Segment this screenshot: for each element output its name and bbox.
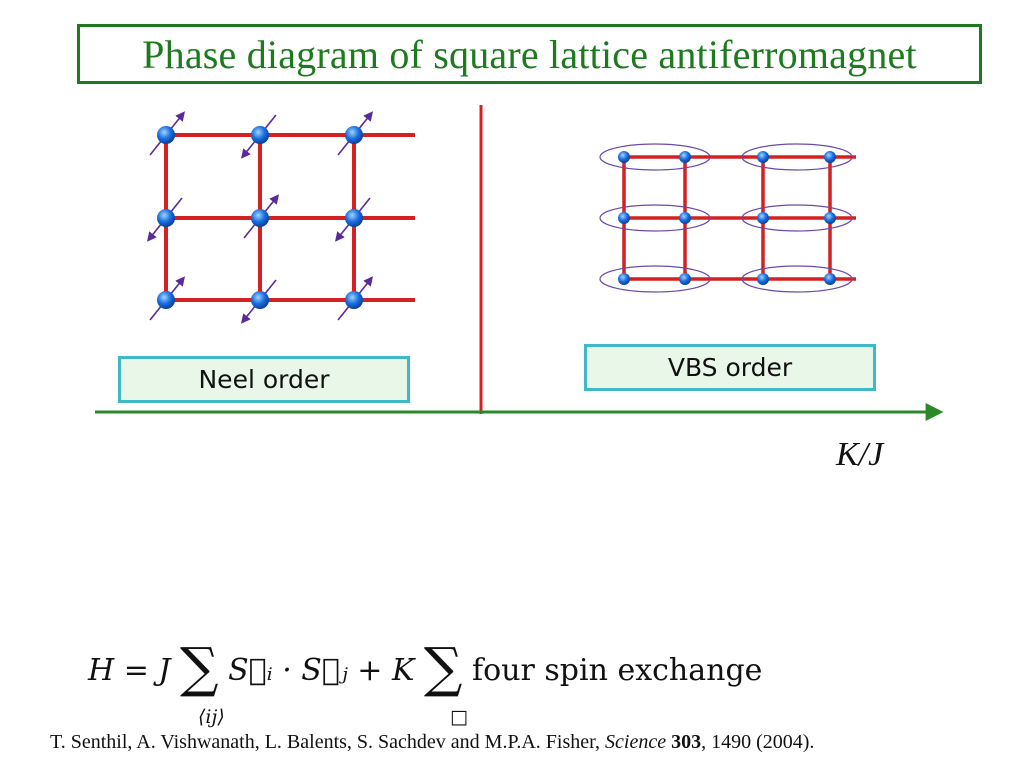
vbs-site [679, 273, 691, 285]
neel-site [157, 209, 175, 227]
vbs-site [824, 151, 836, 163]
valence-bond-ellipse [599, 143, 711, 171]
neel-order-label: Neel order [118, 356, 410, 403]
neel-site [345, 209, 363, 227]
vbs-site [618, 273, 630, 285]
neel-lattice [147, 111, 415, 324]
vbs-site [679, 212, 691, 224]
citation: T. Senthil, A. Vishwanath, L. Balents, S… [50, 731, 814, 754]
citation-journal: Science [605, 731, 667, 753]
sum-symbol-2: ∑ [423, 636, 463, 699]
vbs-lattice [599, 143, 856, 293]
vbs-site [757, 212, 769, 224]
neel-site [157, 126, 175, 144]
hamiltonian-term1: S⃗ᵢ · S⃗ⱼ + K [228, 653, 415, 688]
neel-site [251, 291, 269, 309]
citation-volume: 303 [671, 731, 702, 753]
neel-site [157, 291, 175, 309]
citation-pages-year: , 1490 (2004). [701, 731, 815, 753]
axis-label-kj: K/J [836, 436, 884, 473]
vbs-site [757, 151, 769, 163]
sum2-index-plaquette: □ [450, 706, 468, 728]
neel-site [345, 126, 363, 144]
slide-title: Phase diagram of square lattice antiferr… [77, 24, 982, 84]
vbs-site [824, 212, 836, 224]
citation-authors: T. Senthil, A. Vishwanath, L. Balents, S… [50, 731, 601, 753]
vbs-order-label: VBS order [584, 344, 876, 391]
valence-bond-ellipse [741, 265, 853, 293]
vbs-site [618, 212, 630, 224]
vbs-site [679, 151, 691, 163]
valence-bond-ellipse [599, 204, 711, 232]
sum1-index: ⟨ij⟩ [198, 706, 225, 728]
neel-site [251, 126, 269, 144]
neel-site [251, 209, 269, 227]
valence-bond-ellipse [599, 265, 711, 293]
vbs-site [824, 273, 836, 285]
sum-symbol-1: ∑ [179, 636, 219, 699]
valence-bond-ellipse [741, 143, 853, 171]
hamiltonian-equation: H = J ∑ S⃗ᵢ · S⃗ⱼ + K ∑ four spin exchan… [88, 636, 763, 728]
hamiltonian-lhs: H = J [88, 653, 171, 688]
hamiltonian-term2: four spin exchange [472, 653, 763, 688]
neel-site [345, 291, 363, 309]
vbs-site [757, 273, 769, 285]
valence-bond-ellipse [741, 204, 853, 232]
vbs-site [618, 151, 630, 163]
